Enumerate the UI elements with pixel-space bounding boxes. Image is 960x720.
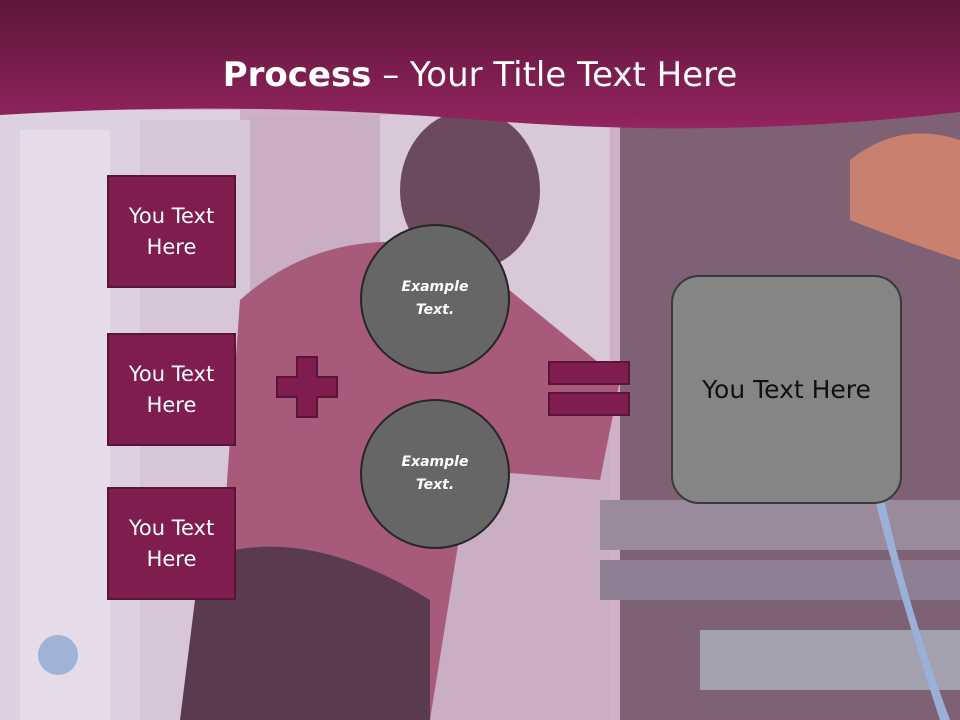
title-rest: – Your Title Text Here [371,55,738,95]
process-box-label: You Text Here [128,361,215,417]
example-circle-1[interactable]: Example Text. [360,224,510,374]
circle-label: Example Text. [401,454,469,493]
process-box-3[interactable]: You Text Here [107,487,236,600]
result-box[interactable]: You Text Here [671,275,902,504]
process-box-1[interactable]: You Text Here [107,175,236,288]
circle-label: Example Text. [401,279,469,318]
process-box-label: You Text Here [128,515,215,571]
equals-icon [548,361,630,416]
plus-icon [276,356,338,418]
example-circle-2[interactable]: Example Text. [360,399,510,549]
process-box-2[interactable]: You Text Here [107,333,236,446]
result-label: You Text Here [702,375,871,404]
slide-title: Process – Your Title Text Here [0,54,960,96]
process-box-label: You Text Here [128,203,215,259]
title-bold: Process [222,55,372,95]
